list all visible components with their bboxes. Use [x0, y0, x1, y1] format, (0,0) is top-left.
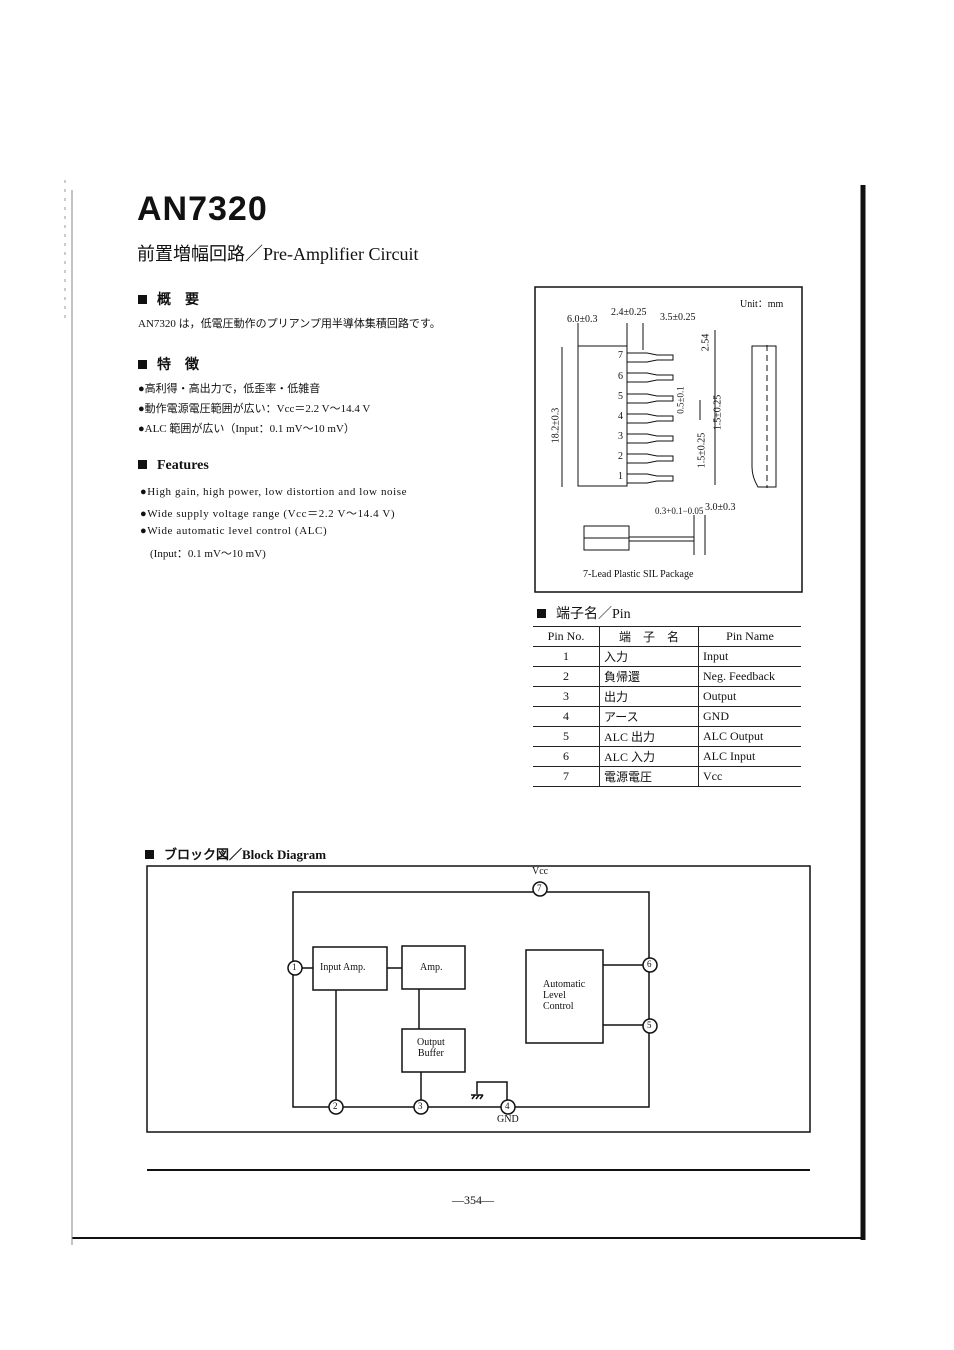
feature-jp-item: ●高利得・高出力で，低歪率・低雑音: [138, 383, 321, 395]
input-amp-block: [312, 946, 388, 991]
dim-label: 2.4±0.25: [611, 307, 647, 318]
page-number: —354—: [452, 1193, 494, 1207]
package-leads: [627, 352, 674, 484]
page-title: AN7320: [137, 190, 268, 228]
pin-7-label: 7: [537, 883, 542, 893]
dim-label: 0.3+0.1−0.05: [655, 506, 704, 516]
block-diagram-heading: ブロック図／Block Diagram: [145, 844, 326, 863]
feature-jp-item: ●動作電源電圧範囲が広い：Vcc＝2.2 V～14.4 V: [138, 403, 371, 415]
pin-number: 6: [618, 371, 623, 382]
features-jp-heading: 特 徴: [138, 354, 199, 374]
alc-block: [525, 949, 604, 1044]
page-subtitle: 前置増幅回路／Pre-Amplifier Circuit: [137, 244, 419, 264]
features-en-heading: Features: [138, 458, 209, 474]
package-drawing-frame: [534, 286, 803, 593]
dim-label: 1.5±0.25: [696, 432, 708, 469]
amp-block: [401, 945, 466, 990]
block-wiring: [292, 891, 650, 1108]
overview-heading: 概 要: [138, 289, 199, 309]
dim-label: 6.0±0.3: [567, 314, 598, 325]
unit-label: Unit：mm: [740, 299, 784, 310]
pin-4-label: 4: [505, 1101, 510, 1111]
dim-label: 18.2±0.3: [550, 407, 562, 444]
pin-5-label: 5: [647, 1020, 652, 1030]
pin-number: 5: [618, 391, 623, 402]
feature-en-item: ●High gain, high power, low distortion a…: [140, 486, 408, 498]
pin-number: 3: [618, 431, 623, 442]
feature-en-item: ●Wide automatic level control (ALC): [140, 525, 328, 537]
amp-label: Amp.: [420, 962, 443, 973]
dim-label: 0.5±0.1: [675, 386, 686, 414]
output-buffer-block: [401, 1028, 466, 1073]
package-side-view: [751, 345, 777, 488]
pin-6-label: 6: [647, 959, 652, 969]
pin-2-label: 2: [333, 1101, 338, 1111]
pin-number: 2: [618, 451, 623, 462]
package-body: [577, 345, 628, 487]
pin-3-label: 3: [418, 1101, 423, 1111]
dim-label: 2.54: [700, 333, 712, 352]
feature-en-item: (Input：0.1 mV～10 mV): [150, 548, 266, 560]
pin-circles: [287, 881, 658, 1115]
dim-label: 3.5±0.25: [660, 312, 696, 323]
feature-en-item: ●Wide supply voltage range (Vcc＝2.2 V～14…: [140, 508, 396, 520]
overview-text: AN7320 は，低電圧動作のプリアンプ用半導体集積回路です。: [138, 318, 441, 330]
pin-1-label: 1: [292, 962, 297, 972]
column-header: 端 子 名: [599, 626, 699, 647]
column-header: Pin Name: [698, 626, 801, 647]
dim-label: 1.5±0.25: [712, 394, 724, 431]
block-diagram-frame: [146, 865, 811, 1133]
feature-jp-item: ●ALC 範囲が広い（Input：0.1 mV～10 mV）: [138, 423, 355, 435]
gnd-label: GND: [497, 1114, 519, 1125]
pin-number: 1: [618, 471, 623, 482]
pin-number: 4: [618, 411, 623, 422]
dim-label: 3.0±0.3: [705, 502, 736, 513]
input-amp-label: Input Amp.: [320, 962, 366, 973]
pin-table-heading: 端子名／Pin: [537, 603, 631, 623]
vcc-label: Vcc: [532, 866, 549, 877]
column-header: Pin No.: [533, 626, 600, 647]
package-caption: 7-Lead Plastic SIL Package: [583, 569, 694, 580]
pin-number: 7: [618, 350, 623, 361]
